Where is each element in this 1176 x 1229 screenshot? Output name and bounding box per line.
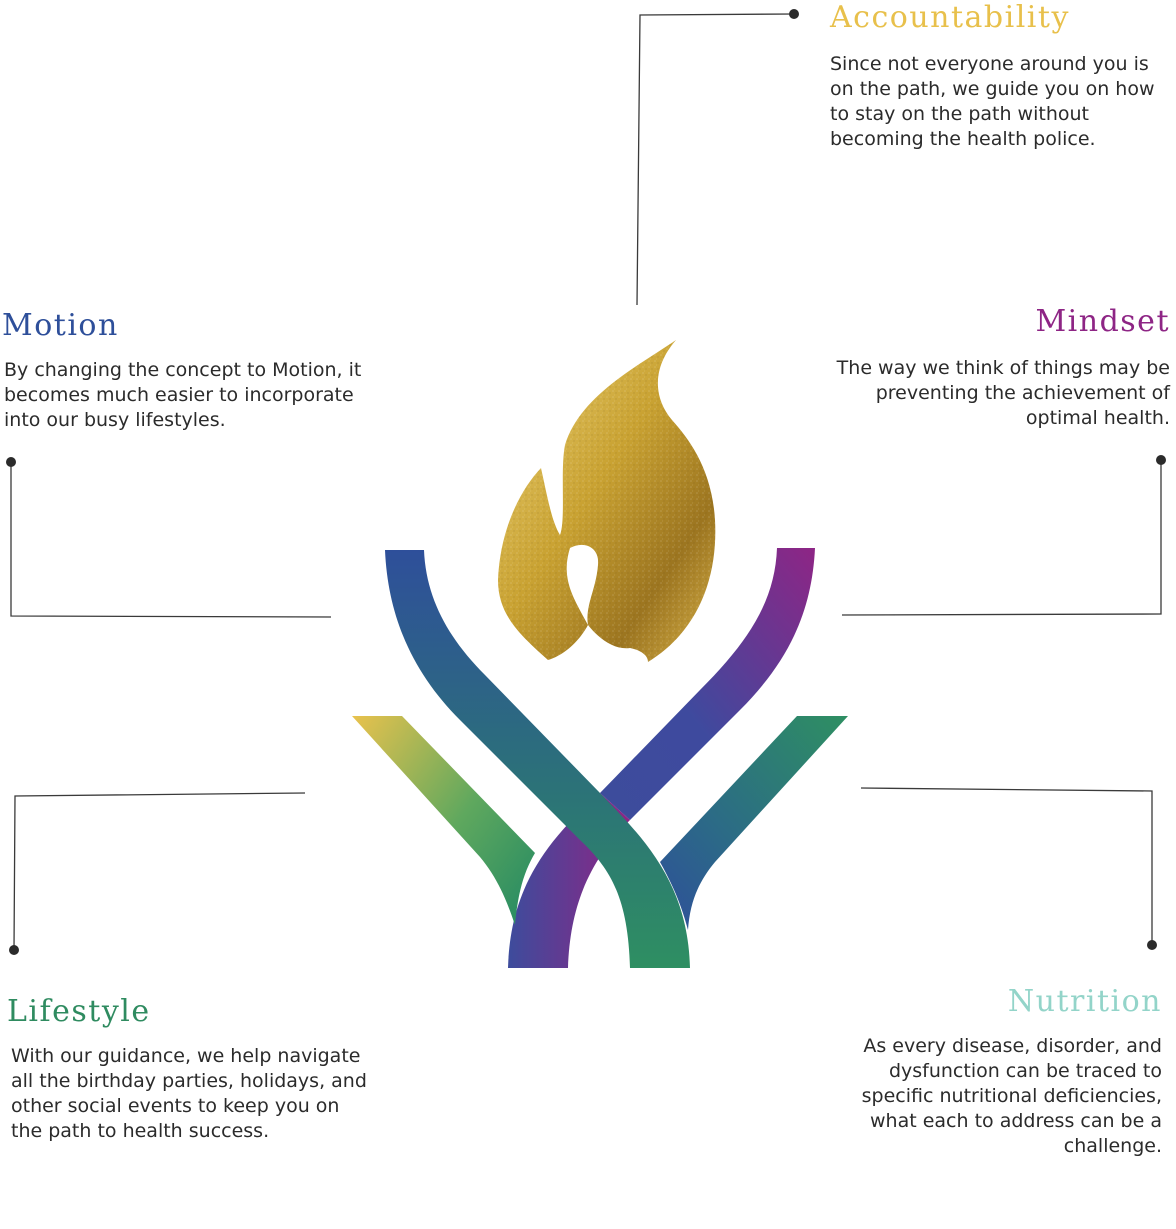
section-body-accountability: Since not everyone around you is on the … <box>830 53 1155 150</box>
connector-dot-mindset <box>1156 455 1166 465</box>
section-accountability: Accountability Since not everyone around… <box>830 0 1170 152</box>
section-body-lifestyle: With our guidance, we help navigate all … <box>11 1045 367 1142</box>
section-motion: Motion By changing the concept to Motion… <box>2 308 382 433</box>
section-title-accountability: Accountability <box>830 0 1070 35</box>
connector-dot-motion <box>6 457 16 467</box>
cupped-hands-emblem <box>352 548 848 968</box>
section-title-motion: Motion <box>2 308 119 343</box>
section-mindset: Mindset The way we think of things may b… <box>810 304 1170 431</box>
connector-lifestyle <box>13 792 306 951</box>
section-body-mindset: The way we think of things may be preven… <box>836 357 1170 429</box>
section-lifestyle: Lifestyle With our guidance, we help nav… <box>7 994 367 1144</box>
section-nutrition: Nutrition As every disease, disorder, an… <box>822 984 1162 1159</box>
connector-dot-nutrition <box>1147 940 1157 950</box>
section-title-nutrition: Nutrition <box>1007 984 1162 1019</box>
section-title-mindset: Mindset <box>1035 304 1170 339</box>
connector-accountability <box>636 13 795 306</box>
connector-dot-lifestyle <box>9 945 19 955</box>
section-title-lifestyle: Lifestyle <box>7 994 151 1029</box>
connector-motion <box>10 462 332 618</box>
flame-icon <box>498 340 716 662</box>
connector-nutrition <box>860 787 1153 945</box>
connector-mindset <box>841 460 1162 616</box>
section-body-motion: By changing the concept to Motion, it be… <box>4 359 362 431</box>
connector-dot-accountability <box>789 9 799 19</box>
section-body-nutrition: As every disease, disorder, and dysfunct… <box>861 1035 1162 1157</box>
